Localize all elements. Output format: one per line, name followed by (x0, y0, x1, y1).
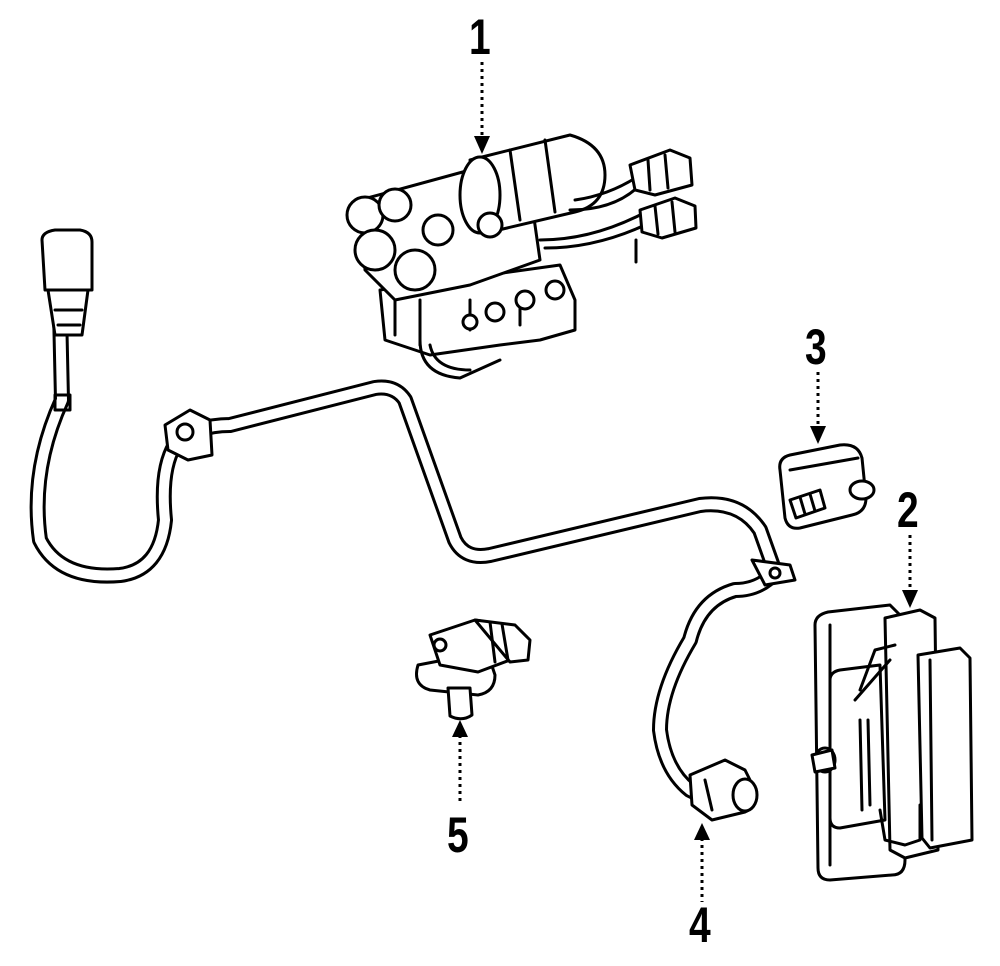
abs-hydraulic-unit-icon (345, 133, 698, 380)
sensor-bracket-icon (778, 443, 876, 530)
callout-2: 2 (897, 482, 919, 538)
callout-1: 1 (469, 9, 491, 65)
callout-4: 4 (689, 897, 711, 953)
control-module-icon (810, 603, 974, 882)
callout-5: 5 (447, 807, 469, 863)
callout-3: 3 (805, 319, 827, 375)
leader-lines (452, 62, 918, 902)
speed-sensor-icon (415, 618, 532, 721)
wheel-speed-sensor-icon (29, 228, 797, 822)
